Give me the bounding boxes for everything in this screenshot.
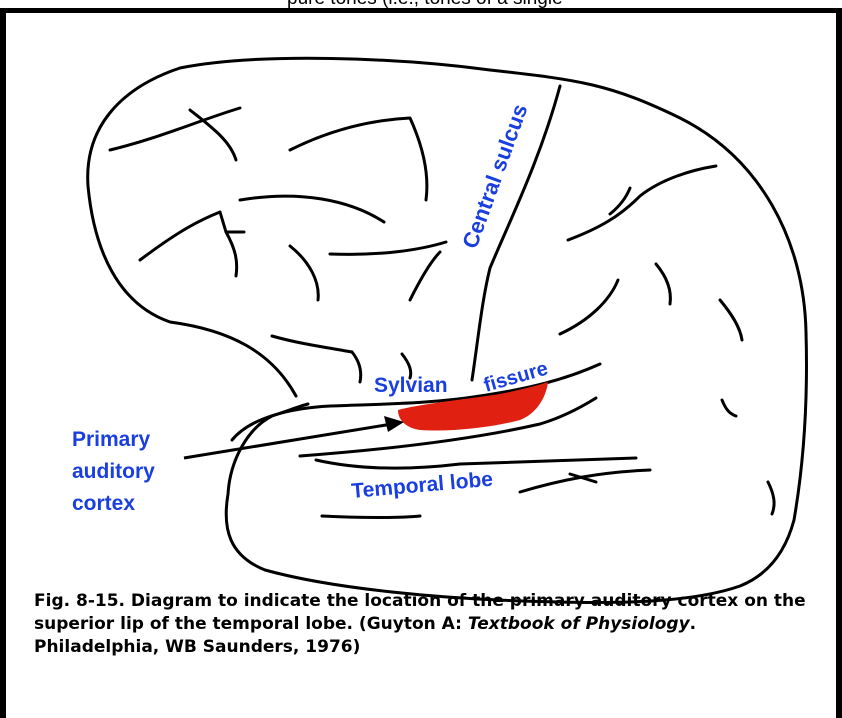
label-central-sulcus: Central sulcus bbox=[457, 101, 532, 252]
figure-caption: Fig. 8-15. Diagram to indicate the locat… bbox=[34, 590, 814, 659]
brain-outline bbox=[88, 58, 807, 602]
label-cortex: cortex bbox=[72, 492, 135, 515]
label-auditory: auditory bbox=[72, 460, 155, 483]
label-temporal-lobe: Temporal lobe bbox=[350, 468, 493, 503]
pointer-arrow-line bbox=[184, 424, 392, 458]
label-primary: Primary bbox=[72, 428, 151, 451]
label-sylvian: Sylvian bbox=[374, 374, 448, 397]
caption-book-title: Textbook of Physiology bbox=[468, 614, 690, 634]
